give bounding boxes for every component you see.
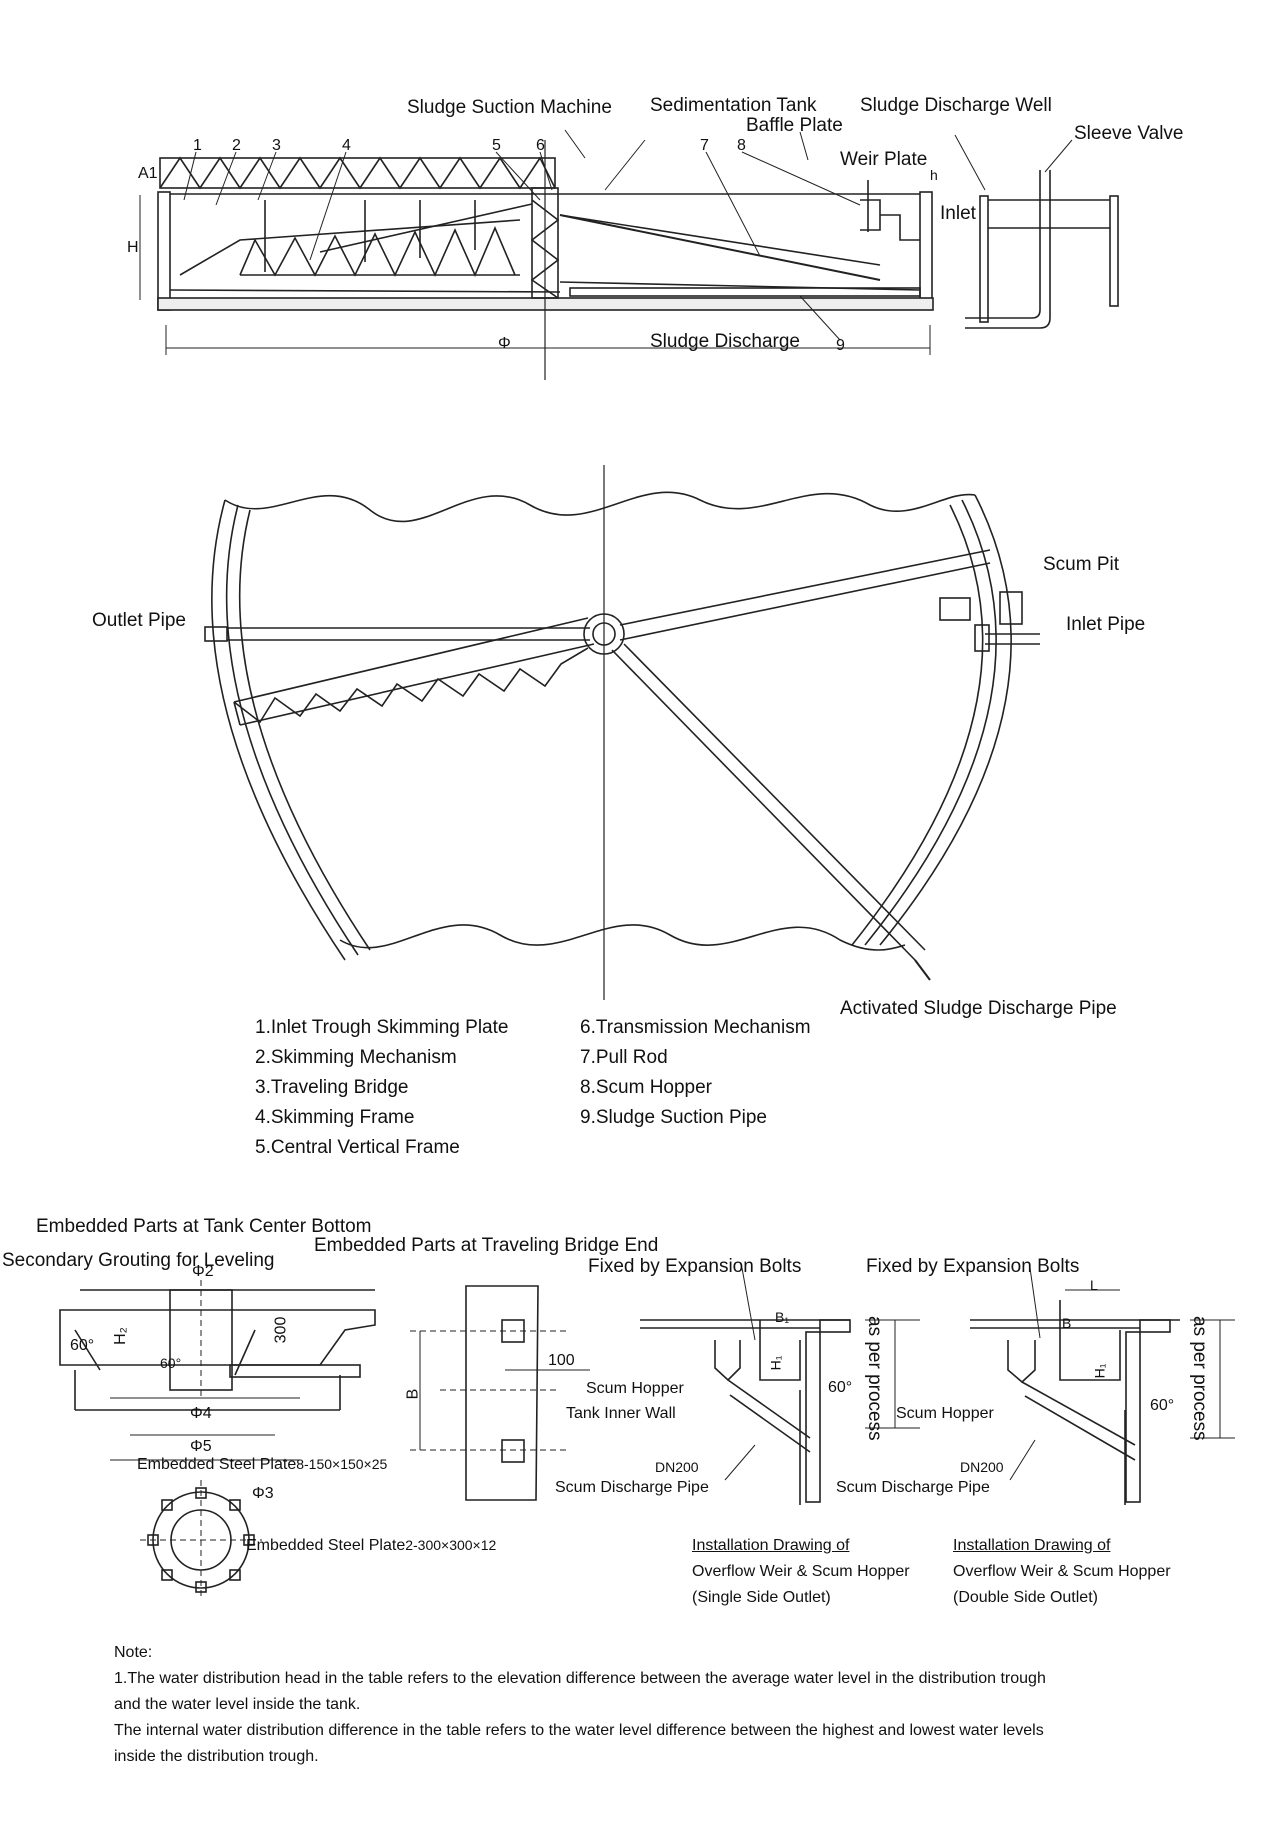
dim-l: L [1090, 1277, 1098, 1293]
label-sludge-discharge-well: Sludge Discharge Well [860, 95, 1052, 116]
label-baffle-plate: Baffle Plate [746, 115, 843, 136]
title-bridge-end: Embedded Parts at Traveling Bridge End [314, 1235, 659, 1256]
legend-item: 2.Skimming Mechanism [255, 1047, 457, 1068]
dim-b: B [404, 1388, 422, 1400]
dim-phi4: Φ4 [190, 1405, 212, 1422]
label-fixed-by-expansion-bolts-single: Fixed by Expansion Bolts [588, 1256, 802, 1277]
part-number-7: 7 [700, 137, 709, 154]
label-scum-hopper-double: Scum Hopper [896, 1405, 994, 1422]
part-number-4: 4 [342, 137, 351, 154]
part-number-5: 5 [492, 137, 501, 154]
note-line: and the water level inside the tank. [114, 1696, 361, 1713]
dim-as-per-process-double: as per process [1189, 1316, 1210, 1441]
legend-item: 9.Sludge Suction Pipe [580, 1107, 767, 1128]
label-scum-discharge-pipe-single: Scum Discharge Pipe [555, 1479, 709, 1496]
dim-300: 300 [272, 1316, 290, 1344]
note-line: The internal water distribution differen… [114, 1722, 1044, 1739]
legend-item: 1.Inlet Trough Skimming Plate [255, 1017, 509, 1038]
label-dn200-single: DN200 [655, 1459, 699, 1475]
label-weir-plate: Weir Plate [840, 149, 928, 170]
part-number-3: 3 [272, 137, 281, 154]
legend-right: 6.Transmission Mechanism 7.Pull Rod 8.Sc… [580, 1013, 811, 1133]
legend-item: 6.Transmission Mechanism [580, 1017, 811, 1038]
label-dn200-double: DN200 [960, 1459, 1004, 1475]
caption-single-1: Installation Drawing of [692, 1537, 850, 1554]
detail-center-bottom [59, 1280, 376, 1600]
angle-double: 60° [1150, 1397, 1175, 1414]
angle-inner: 60° [160, 1355, 182, 1371]
label-scum-pit: Scum Pit [1043, 554, 1120, 575]
dim-phi5: Φ5 [190, 1438, 212, 1455]
dim-h1-double: H₁ [1091, 1363, 1108, 1379]
part-number-6: 6 [536, 137, 545, 154]
part-number-2: 2 [232, 137, 241, 154]
label-embedded-steel-plate-1: Embedded Steel Plate8-150×150×25 [137, 1456, 388, 1473]
plan-view [204, 465, 1040, 1000]
part-number-1: 1 [193, 137, 202, 154]
label-scum-hopper-single: Scum Hopper [586, 1380, 684, 1397]
note-line: 1.The water distribution head in the tab… [114, 1670, 1046, 1687]
part-number-9: 9 [836, 337, 845, 354]
dim-h1-single: H₁ [767, 1355, 784, 1371]
label-sludge-discharge: Sludge Discharge [650, 331, 800, 352]
dim-as-per-process-single: as per process [864, 1316, 885, 1441]
label-sludge-suction-machine: Sludge Suction Machine [407, 97, 612, 118]
part-number-8: 8 [737, 137, 746, 154]
label-secondary-grouting: Secondary Grouting for Leveling [2, 1250, 275, 1271]
label-fixed-by-expansion-bolts-double: Fixed by Expansion Bolts [866, 1256, 1080, 1277]
label-sleeve-valve: Sleeve Valve [1074, 123, 1184, 144]
legend-item: 4.Skimming Frame [255, 1107, 415, 1128]
section-view [139, 129, 1119, 380]
legend-item: 5.Central Vertical Frame [255, 1137, 460, 1158]
legend-item: 3.Traveling Bridge [255, 1077, 409, 1098]
dimension-height: H [127, 239, 139, 256]
caption-single-2: Overflow Weir & Scum Hopper [692, 1563, 910, 1580]
dim-h2: H₂ [111, 1327, 129, 1345]
note-heading: Note: [114, 1644, 153, 1661]
caption-double-3: (Double Side Outlet) [953, 1589, 1098, 1606]
note-line: inside the distribution trough. [114, 1748, 319, 1765]
title-center-bottom: Embedded Parts at Tank Center Bottom [36, 1216, 372, 1237]
detail-single-side [640, 1267, 920, 1505]
angle-left: 60° [70, 1337, 95, 1354]
detail-bridge-end [410, 1285, 590, 1501]
label-inlet: Inlet [940, 203, 976, 224]
dimension-diameter: Φ [498, 335, 511, 352]
legend-item: 8.Scum Hopper [580, 1077, 713, 1098]
caption-double-2: Overflow Weir & Scum Hopper [953, 1563, 1171, 1580]
detail-double-side [970, 1267, 1235, 1505]
label-inlet-pipe: Inlet Pipe [1066, 614, 1146, 635]
legend-item: 7.Pull Rod [580, 1047, 668, 1068]
dim-phi2: Φ2 [192, 1263, 214, 1280]
caption-double-1: Installation Drawing of [953, 1537, 1111, 1554]
note-block: Note: 1.The water distribution head in t… [114, 1640, 1174, 1770]
label-scum-discharge-pipe-double: Scum Discharge Pipe [836, 1479, 990, 1496]
dim-b-double: B [1062, 1315, 1072, 1331]
angle-single: 60° [828, 1379, 853, 1396]
caption-single-3: (Single Side Outlet) [692, 1589, 831, 1606]
label-outlet-pipe: Outlet Pipe [92, 610, 186, 631]
dim-100: 100 [548, 1352, 575, 1369]
dim-b1: B₁ [775, 1309, 790, 1325]
dim-phi3: Φ3 [252, 1485, 274, 1502]
label-sedimentation-tank: Sedimentation Tank [650, 95, 817, 116]
legend-left: 1.Inlet Trough Skimming Plate 2.Skimming… [255, 1013, 508, 1163]
label-embedded-steel-plate-2: Embedded Steel Plate2-300×300×12 [246, 1537, 497, 1554]
dimension-h: h [930, 167, 938, 183]
label-tank-inner-wall: Tank Inner Wall [566, 1405, 676, 1422]
dimension-a1: A1 [138, 165, 158, 182]
label-activated-sludge-discharge-pipe: Activated Sludge Discharge Pipe [840, 998, 1117, 1019]
